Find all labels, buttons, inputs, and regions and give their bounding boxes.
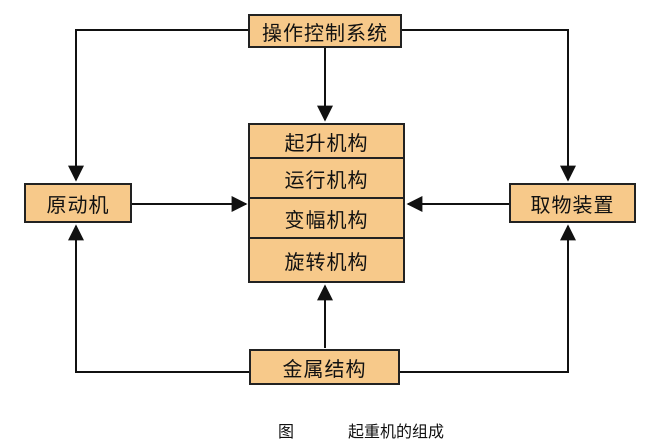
- mechanism-hoist-label: 起升机构: [284, 130, 369, 155]
- figure-caption: 起重机的组成: [348, 422, 445, 441]
- metal-structure-box: 金属结构: [249, 349, 400, 385]
- prime-mover-label: 原动机: [46, 192, 110, 217]
- mechanism-luffing-label: 变幅机构: [284, 207, 369, 232]
- mechanism-slewing-label: 旋转机构: [284, 249, 369, 274]
- arrow-structure-to-prime-mover: [68, 224, 249, 373]
- arrow-structure-to-pickup: [400, 224, 576, 373]
- pickup-device-label: 取物装置: [530, 192, 615, 217]
- arrow-control-to-pickup: [402, 29, 576, 182]
- control-system-label: 操作控制系统: [262, 20, 388, 45]
- mechanism-travel-label: 运行机构: [284, 167, 369, 192]
- control-system-box: 操作控制系统: [248, 14, 402, 48]
- pickup-device-box: 取物装置: [509, 183, 636, 223]
- arrow-control-to-prime-mover: [68, 29, 248, 182]
- figure-label: 图: [278, 422, 295, 441]
- prime-mover-box: 原动机: [24, 183, 132, 223]
- mechanism-travel-box: 运行机构: [248, 157, 405, 199]
- mechanism-slewing-box: 旋转机构: [248, 237, 405, 283]
- metal-structure-label: 金属结构: [282, 356, 367, 381]
- mechanism-hoist-box: 起升机构: [248, 123, 405, 159]
- mechanism-luffing-box: 变幅机构: [248, 197, 405, 239]
